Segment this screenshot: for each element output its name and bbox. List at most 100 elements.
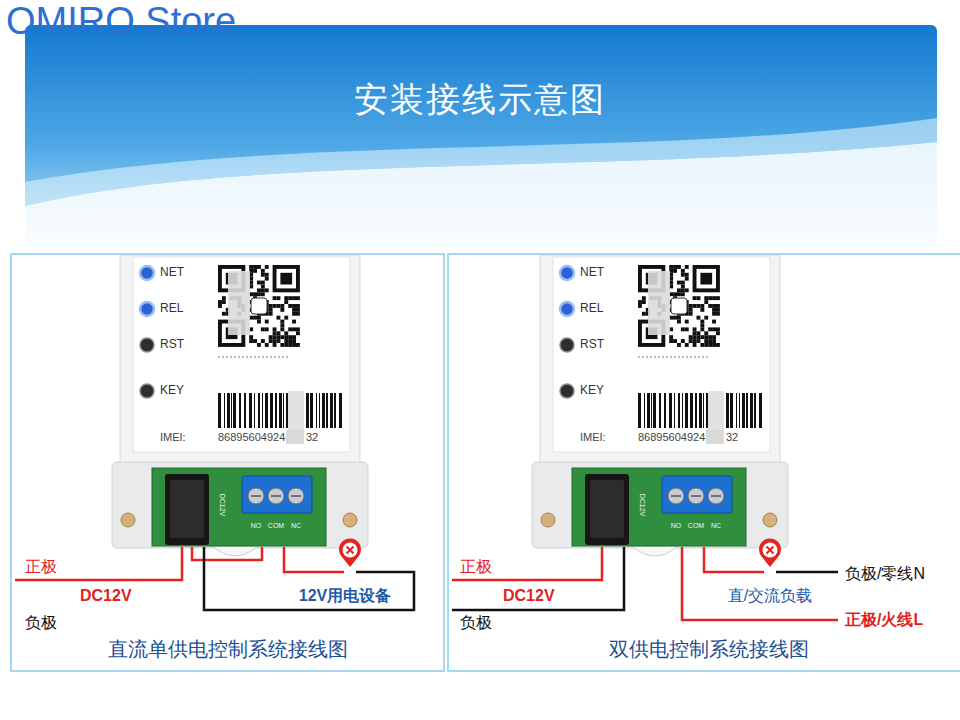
qr-cell [685, 273, 689, 277]
qr-caption-mark [218, 356, 288, 358]
qr-cell [261, 269, 265, 273]
supply-label: DC12V [80, 587, 132, 605]
qr-cell [273, 304, 277, 308]
dc-jack [165, 474, 209, 545]
qr-cell [261, 327, 265, 331]
qr-cell [712, 320, 716, 324]
qr-cell [642, 300, 646, 304]
blur-patch [706, 430, 724, 444]
barcode-bar [254, 393, 255, 428]
qr-cell [257, 343, 261, 347]
qr-cell [700, 343, 704, 347]
imei-number: 32 [306, 431, 318, 444]
qr-finder [273, 265, 300, 292]
led-label: NET [580, 266, 604, 280]
load-marker [339, 538, 361, 567]
caption-band: 直流单供电控制系统接线图 [12, 637, 443, 661]
led [560, 338, 574, 352]
relay-module [532, 255, 788, 556]
mounting-tab [632, 546, 678, 556]
qr-cell [716, 327, 720, 331]
barcode-bar [647, 393, 650, 428]
led [140, 338, 154, 352]
led-label: NET [160, 266, 184, 280]
barcode-bar [224, 393, 225, 428]
qr-cell [685, 327, 689, 331]
barcode-bar [739, 393, 740, 428]
pcb [572, 468, 746, 546]
qr-cell [222, 296, 226, 300]
qr-cell [296, 308, 300, 312]
terminal-label: COM [688, 522, 704, 530]
qr-cell [277, 304, 281, 308]
led-label: RST [160, 338, 184, 352]
qr-cell [253, 292, 257, 296]
qr-cell [277, 331, 281, 335]
qr-cell [288, 327, 292, 331]
terminal-screw [708, 488, 724, 504]
qr-cell [685, 343, 689, 347]
barcode-bar [334, 393, 336, 428]
qr-cell [296, 304, 300, 308]
qr-finder [277, 269, 297, 289]
qr-cell [253, 339, 257, 343]
barcode-bar [310, 393, 313, 428]
barcode-bar [326, 393, 328, 428]
enclosure-base [112, 462, 368, 548]
barcode-bar [265, 393, 268, 428]
terminal-label: NC [291, 522, 301, 530]
led-label: REL [580, 302, 603, 316]
qr-cell [712, 343, 716, 347]
barcode-bar [754, 393, 756, 428]
qr-cell [292, 339, 296, 343]
barcode-bar [330, 393, 333, 428]
mounting-tab [212, 546, 258, 556]
wire [284, 547, 344, 572]
qr-cell [265, 265, 269, 269]
qr-cell [249, 265, 253, 269]
terminal-block [662, 476, 732, 513]
qr-cell [697, 339, 701, 343]
qr-cell [712, 327, 716, 331]
mounting-hole [343, 513, 357, 527]
led-label: KEY [580, 384, 604, 398]
barcode-bar [233, 393, 236, 428]
barcode-bar [706, 393, 708, 428]
qr-ground [215, 262, 303, 350]
wire-label: 负极 [460, 614, 492, 632]
enclosure-base [532, 462, 788, 548]
wire-label: 负极/零线N [845, 565, 925, 583]
qr-cell [712, 296, 716, 300]
imei-label: IMEI: [160, 431, 186, 444]
wire-label: 负极 [25, 614, 57, 632]
screw-slot [691, 495, 701, 497]
qr-cell [288, 304, 292, 308]
qr-cell [716, 308, 720, 312]
qr-ground [635, 262, 723, 350]
imei-number: 86895604924 [218, 431, 285, 444]
qr-cell [280, 304, 284, 308]
qr-cell [253, 269, 257, 273]
barcode-bar [258, 393, 260, 428]
qr-cell [273, 339, 277, 343]
qr-cell [700, 308, 704, 312]
enclosure [120, 255, 360, 468]
screw-slot [291, 495, 301, 497]
terminal-label: NO [251, 522, 262, 530]
qr-cell [280, 320, 284, 324]
qr-cell [642, 296, 646, 300]
label-sticker [133, 257, 350, 452]
qr-cell [712, 308, 716, 312]
qr-cell [288, 339, 292, 343]
relay-module [112, 255, 368, 556]
qr-cell [708, 296, 712, 300]
led-label: KEY [160, 384, 184, 398]
wire [204, 547, 414, 610]
terminal-screw [248, 488, 264, 504]
qr-cell [296, 343, 300, 347]
wire [452, 547, 602, 580]
barcode-bar [316, 393, 317, 428]
terminal-block [242, 476, 312, 513]
qr-cell [292, 312, 296, 316]
marker-face [763, 543, 778, 558]
